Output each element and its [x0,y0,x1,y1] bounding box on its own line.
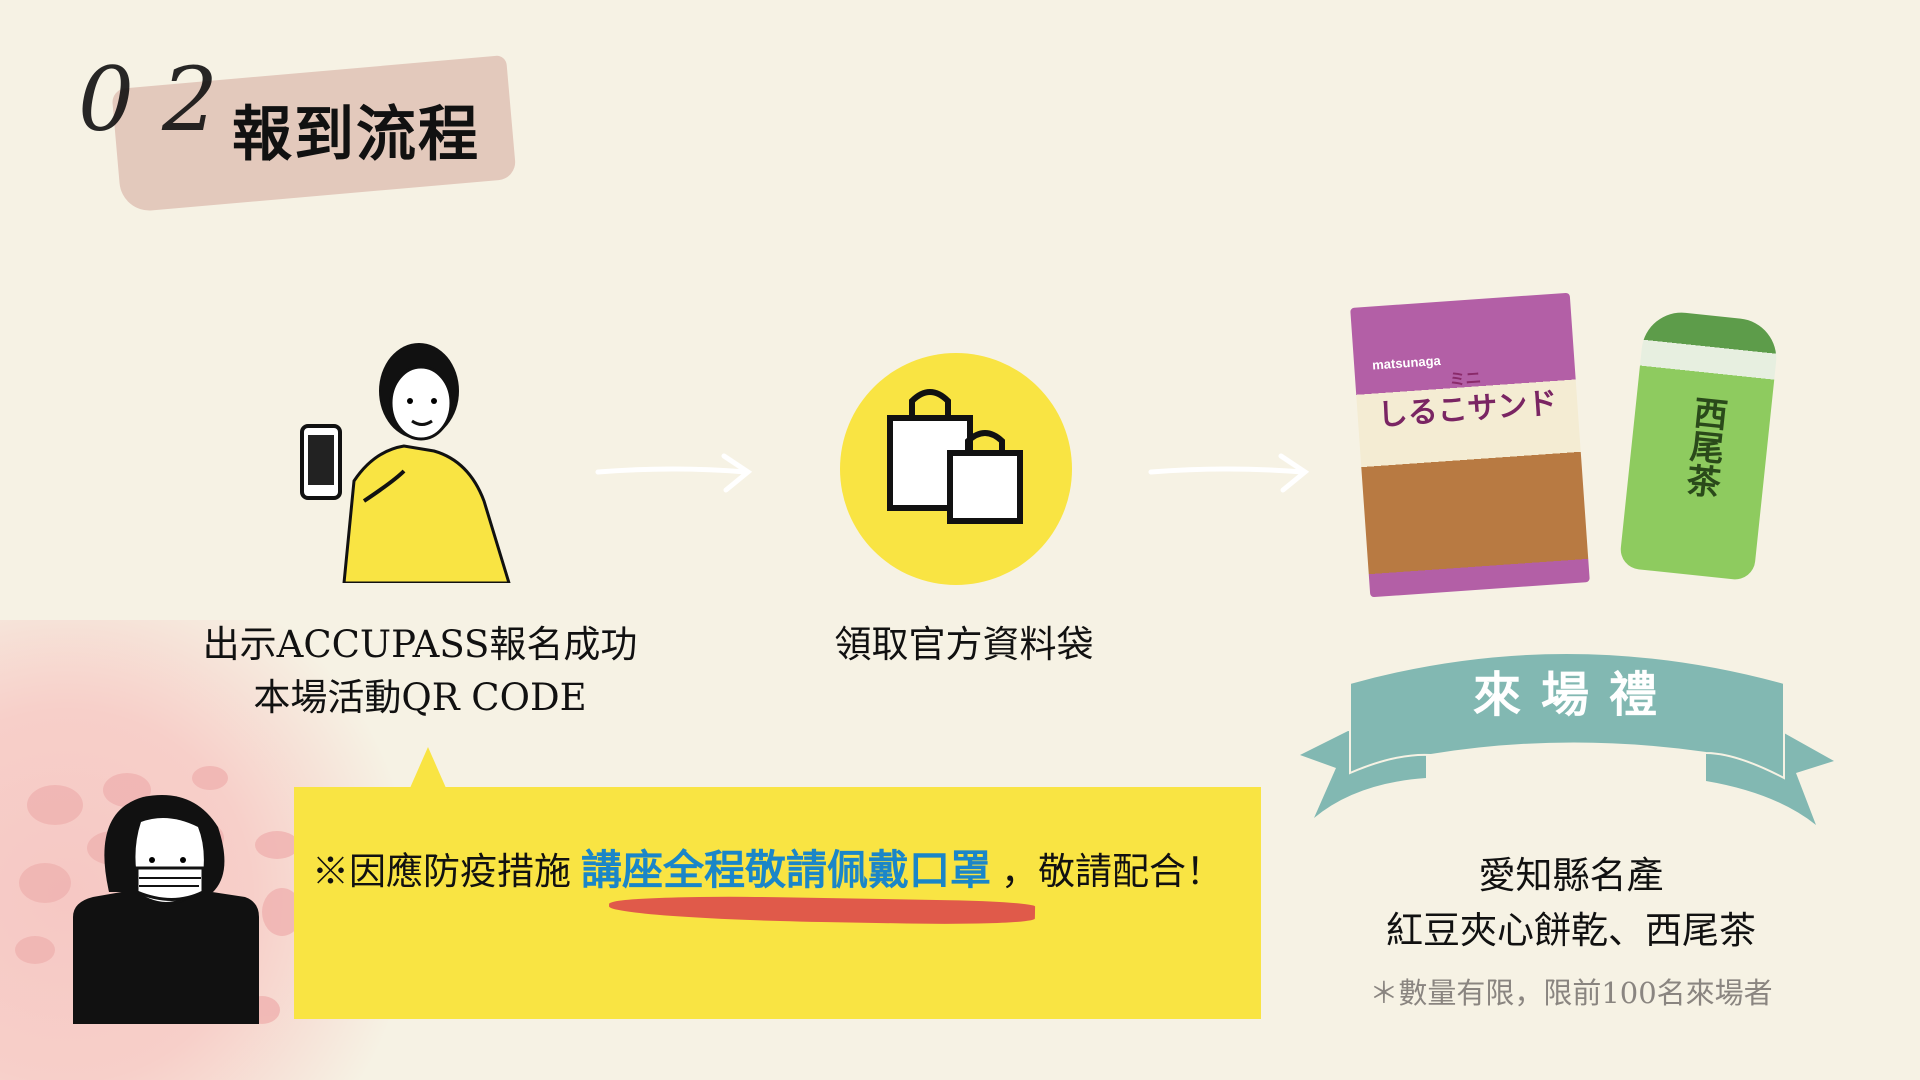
arrow-right-icon [1148,453,1310,493]
speech-pointer [410,747,446,788]
gift-description: 愛知縣名產 紅豆夾心餅乾、西尾茶 [1356,848,1786,958]
gift-line-1: 愛知縣名產 [1478,854,1664,897]
gift-line-2: 紅豆夾心餅乾、西尾茶 [1386,909,1756,952]
shopping-bags-icon [840,353,1072,585]
gift-note: ＊數量有限，限前100名來場者 [1369,976,1773,1010]
step-1-line-1: 出示ACCUPASS報名成功 [202,623,638,666]
ribbon-banner [1300,652,1834,825]
snack-bag-image: matsunaga ミニ しるこサンド [1350,292,1590,598]
step-1-line-2: 本場活動QR CODE [253,676,587,719]
step-2-label: 領取官方資料袋 [834,623,1094,666]
notice-suffix: ，敬請配合！ [1001,850,1223,893]
masked-woman-illustration [73,795,259,1024]
section-number: 0 2 [78,48,218,151]
notice-prefix: ※因應防疫措施 [312,850,571,893]
tea-bottle-image: 西尾茶 [1618,308,1781,582]
notice-highlight: 講座全程敬請佩戴口罩 [581,846,991,894]
notice-text: ※因應防疫措施 講座全程敬請佩戴口罩 ，敬請配合！ [312,836,1252,896]
step-1-label: 出示ACCUPASS報名成功 本場活動QR CODE [170,618,670,724]
arrow-right-icon [595,453,753,493]
gift-banner-title: 來場禮 [1472,667,1677,723]
tea-name: 西尾茶 [1678,393,1730,500]
woman-with-phone-illustration [300,343,511,583]
page-title: 報到流程 [232,100,480,170]
